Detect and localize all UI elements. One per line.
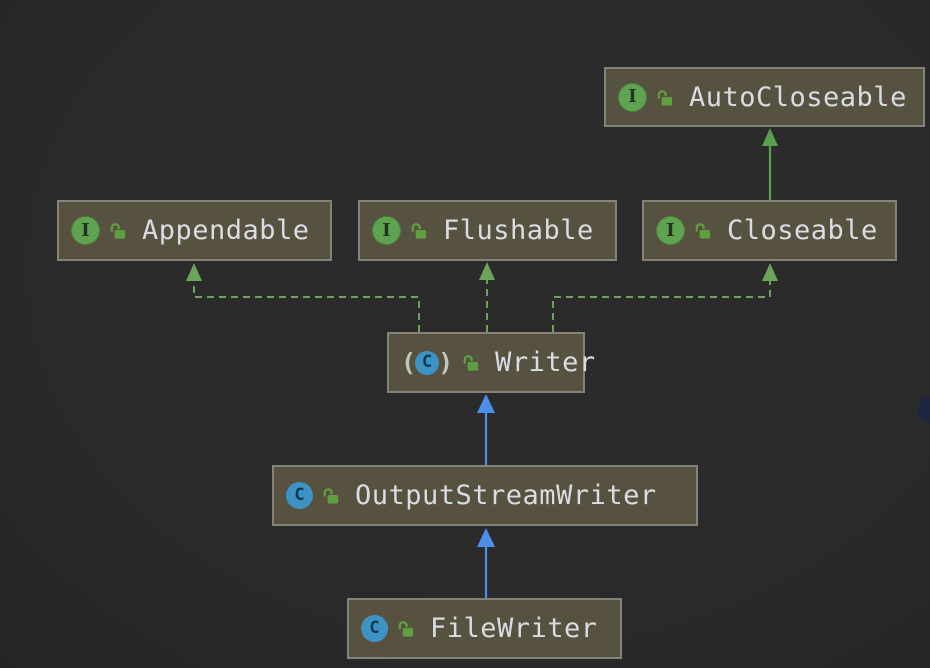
- open-lock-icon: [693, 221, 712, 240]
- arrowhead-icon: [477, 528, 495, 547]
- edge-filewriter-outputstreamwriter: [477, 528, 495, 598]
- class-node-outputstreamwriter[interactable]: C OutputStreamWriter: [272, 465, 698, 526]
- edge-writer-flushable: [479, 262, 495, 332]
- node-label: AutoCloseable: [689, 81, 907, 113]
- node-label: Closeable: [727, 215, 878, 246]
- open-lock-icon: [655, 88, 674, 107]
- class-node-closeable[interactable]: I Closeable: [642, 200, 897, 261]
- interface-icon: I: [656, 216, 685, 245]
- open-lock-icon: [321, 486, 340, 505]
- interface-icon: I: [372, 216, 401, 245]
- node-label: Appendable: [142, 215, 310, 246]
- open-lock-icon: [108, 221, 127, 240]
- open-lock-icon: [409, 221, 428, 240]
- arrowhead-icon: [479, 262, 495, 280]
- class-icon: C: [286, 482, 313, 509]
- class-icon: C: [361, 615, 388, 642]
- clipped-node-bubble: [918, 396, 930, 424]
- class-node-flushable[interactable]: I Flushable: [358, 200, 617, 261]
- open-lock-icon: [396, 619, 415, 638]
- abstract-class-icon: ( C ): [401, 348, 454, 377]
- edge-writer-appendable: [186, 263, 420, 332]
- interface-icon: I: [71, 216, 100, 245]
- edge-closeable-autocloseable: [762, 128, 778, 200]
- arrowhead-icon: [762, 263, 778, 281]
- arrowhead-icon: [186, 263, 202, 281]
- class-node-writer[interactable]: ( C ) Writer: [387, 332, 595, 393]
- arrowhead-icon: [477, 394, 495, 413]
- node-label: Writer: [495, 347, 596, 378]
- node-label: Flushable: [443, 215, 594, 246]
- class-node-appendable[interactable]: I Appendable: [57, 200, 332, 261]
- class-node-autocloseable[interactable]: I AutoCloseable: [604, 67, 925, 127]
- edge-writer-closeable: [552, 263, 778, 332]
- arrowhead-icon: [762, 128, 778, 146]
- open-lock-icon: [461, 353, 480, 372]
- class-node-filewriter[interactable]: C FileWriter: [347, 598, 622, 659]
- node-label: FileWriter: [430, 613, 598, 644]
- node-label: OutputStreamWriter: [355, 480, 657, 511]
- interface-icon: I: [618, 82, 647, 112]
- edge-outputstreamwriter-writer: [477, 394, 495, 465]
